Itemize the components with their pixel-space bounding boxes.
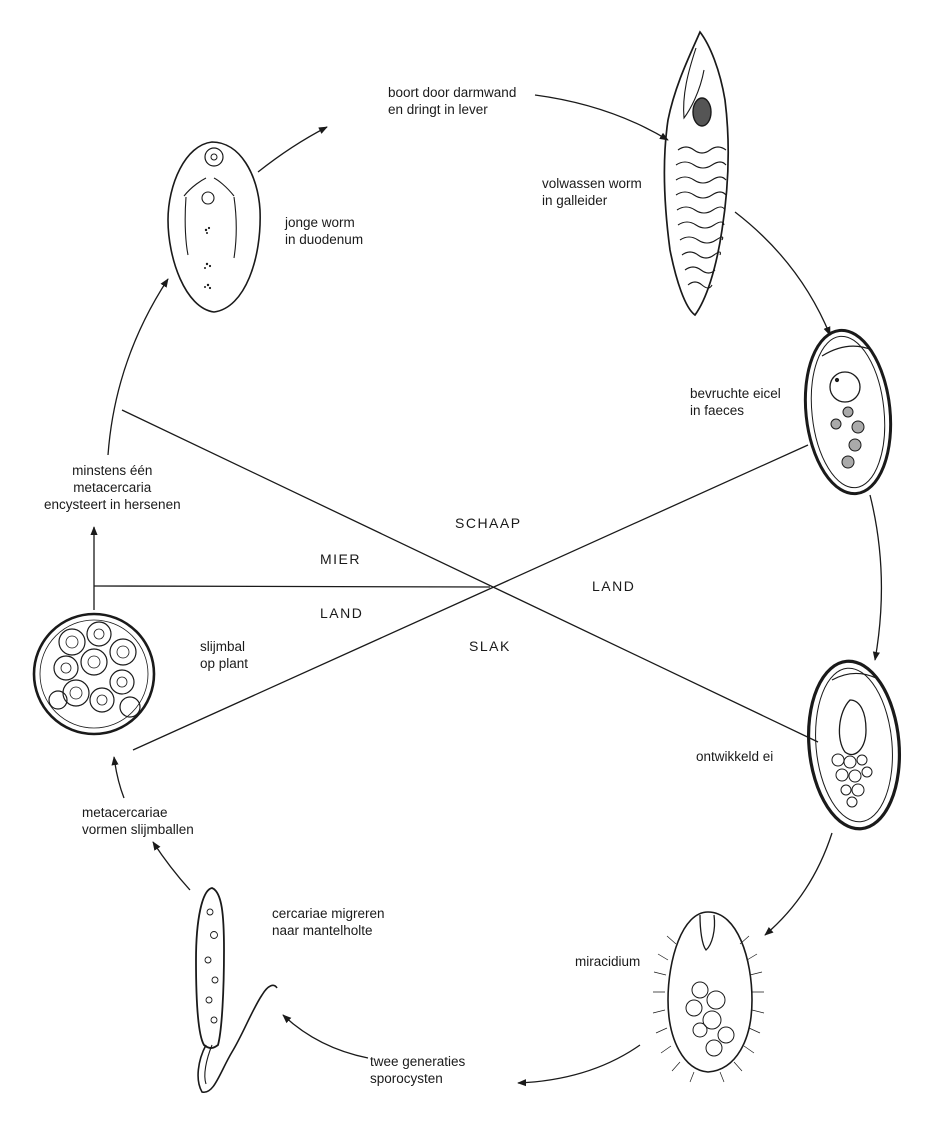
label-sporocysten: twee generaties sporocysten bbox=[370, 1053, 465, 1087]
label-eicel: bevruchte eicel in faeces bbox=[690, 385, 781, 419]
arrow-minstens-to-jonge bbox=[107, 278, 169, 456]
label-cercariae: cercariae migreren naar mantelholte bbox=[272, 905, 385, 939]
arrow-miracidium-to-sporocysten bbox=[517, 1044, 641, 1087]
label-cercariae-line-2: naar mantelholte bbox=[272, 923, 373, 938]
label-minstens-line-2: metacercaria bbox=[73, 480, 152, 495]
label-cercariae-line-1: cercariae migreren bbox=[272, 906, 385, 921]
arrow-eicel-to-ontwikkeld bbox=[869, 494, 883, 661]
label-boort-line-2: en dringt in lever bbox=[388, 102, 488, 117]
label-metacercariae-line-1: metacercariae bbox=[82, 805, 168, 820]
arrow-cercariae-to-metacercariae bbox=[152, 841, 191, 891]
divider-line-2 bbox=[132, 444, 809, 751]
arrow-sporocysten-to-cercariae bbox=[282, 1014, 369, 1059]
slime-ball-illustration bbox=[32, 612, 156, 736]
label-eicel-line-2: in faeces bbox=[690, 403, 745, 418]
label-sporocysten-line-2: sporocysten bbox=[370, 1071, 443, 1086]
zone-land-left: LAND bbox=[320, 605, 364, 621]
label-sporocysten-line-1: twee generaties bbox=[370, 1054, 466, 1069]
label-boort: boort door darmwand en dringt in lever bbox=[388, 84, 516, 118]
zone-land-right: LAND bbox=[592, 578, 636, 594]
young-worm-illustration bbox=[167, 141, 261, 313]
zone-slak: SLAK bbox=[469, 638, 511, 654]
divider-line-3 bbox=[93, 585, 491, 588]
label-metacercariae: metacercariae vormen slijmballen bbox=[82, 804, 194, 838]
arrow-boort-to-volwassen bbox=[534, 94, 669, 141]
miracidium-illustration bbox=[652, 911, 765, 1083]
cercaria-illustration bbox=[195, 887, 278, 1093]
label-minstens-line-1: minstens één bbox=[72, 463, 153, 478]
label-jonge-line-2: in duodenum bbox=[285, 232, 364, 247]
developed-egg-illustration bbox=[806, 659, 902, 831]
label-ontwikkeld: ontwikkeld ei bbox=[696, 748, 773, 765]
label-minstens: minstens één metacercaria encysteert in … bbox=[44, 462, 181, 513]
arrow-ontwikkeld-to-miracidium bbox=[764, 832, 833, 936]
arrow-jonge-to-boort bbox=[257, 126, 328, 173]
label-metacercariae-line-2: vormen slijmballen bbox=[82, 822, 194, 837]
label-slijmbal-line-1: slijmbal bbox=[200, 639, 246, 654]
label-jonge: jonge worm in duodenum bbox=[285, 214, 363, 248]
zone-mier: MIER bbox=[320, 551, 361, 567]
zone-schaap: SCHAAP bbox=[455, 515, 522, 531]
arrow-volwassen-to-eicel bbox=[734, 211, 831, 336]
label-boort-line-1: boort door darmwand bbox=[388, 85, 517, 100]
label-miracidium-line-1: miracidium bbox=[575, 954, 641, 969]
label-miracidium: miracidium bbox=[575, 953, 640, 970]
label-minstens-line-3: encysteert in hersenen bbox=[44, 497, 181, 512]
divider-line-1 bbox=[121, 409, 819, 743]
label-slijmbal: slijmbal op plant bbox=[200, 638, 248, 672]
label-slijmbal-line-2: op plant bbox=[200, 656, 249, 671]
label-volwassen-line-1: volwassen worm bbox=[542, 176, 642, 191]
label-eicel-line-1: bevruchte eicel bbox=[690, 386, 781, 401]
label-volwassen-line-2: in galleider bbox=[542, 193, 608, 208]
adult-worm-illustration bbox=[663, 30, 729, 317]
label-jonge-line-1: jonge worm bbox=[285, 215, 355, 230]
fertilised-egg-illustration bbox=[803, 328, 893, 496]
label-ontwikkeld-line-1: ontwikkeld ei bbox=[696, 749, 774, 764]
arrow-metacercariae-to-slijmbal bbox=[111, 756, 125, 799]
label-volwassen: volwassen worm in galleider bbox=[542, 175, 642, 209]
